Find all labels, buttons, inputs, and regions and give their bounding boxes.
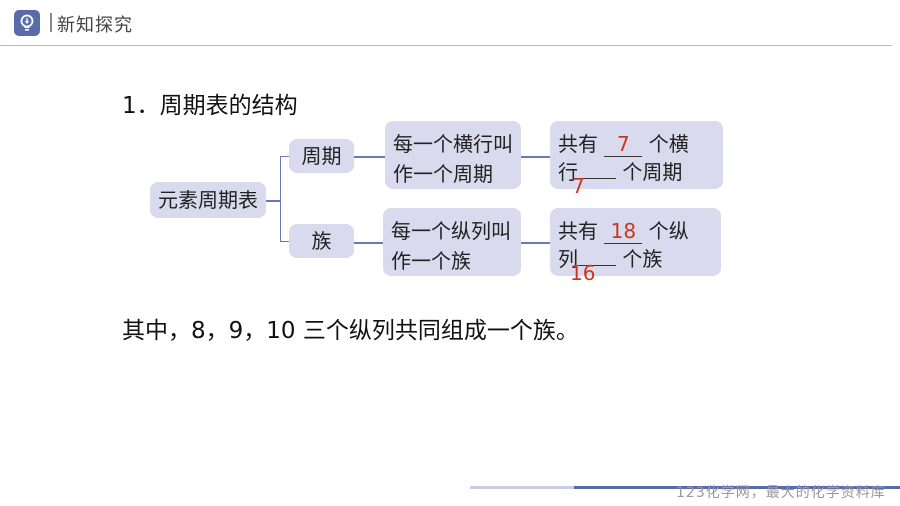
group-line2-value: 16: [570, 261, 596, 285]
group-count-suffix: 个纵: [648, 219, 689, 243]
group-count-blank: 18: [604, 219, 643, 244]
period-count-line1: 共有 7 个横: [558, 129, 723, 159]
header: 新知探究: [0, 0, 900, 46]
period-count-prefix: 共有: [558, 132, 598, 156]
tree-root-label: 元素周期表: [158, 188, 258, 212]
branch-period-label: 周期: [289, 139, 354, 173]
connector-root: [266, 200, 280, 202]
branch-group-text: 族: [311, 229, 332, 253]
period-count-value: 7: [616, 132, 630, 156]
note-text: 其中，8，9，10 三个纵列共同组成一个族。: [122, 318, 579, 344]
connector-group-1: [354, 242, 383, 244]
footer-rule-dark: [574, 486, 900, 489]
group-desc-line2: 作一个族: [391, 249, 471, 273]
lightbulb-icon: [14, 10, 40, 36]
period-desc-line2: 作一个周期: [393, 162, 493, 186]
group-count-prefix: 共有: [558, 219, 598, 243]
branch-period-text: 周期: [301, 144, 342, 168]
connector-period-2: [521, 156, 550, 158]
group-line2-suffix: 个族: [622, 247, 663, 271]
branch-group-desc: 每一个纵列叫 作一个族: [383, 208, 521, 276]
period-desc-line1: 每一个横行叫: [393, 132, 513, 156]
group-desc-line1: 每一个纵列叫: [391, 219, 511, 243]
section-title: 1．周期表的结构: [122, 93, 298, 119]
group-count-line1: 共有 18 个纵: [558, 216, 721, 246]
period-count-blank: 7: [604, 132, 643, 157]
period-line2-blank: 7: [572, 174, 616, 198]
period-line2-value: 7: [572, 174, 585, 198]
footer-rule-light: [470, 486, 580, 489]
period-line2-prefix: 行: [558, 160, 578, 184]
tree-root: 元素周期表: [150, 182, 266, 218]
period-count-suffix: 个横: [648, 132, 689, 156]
group-line2-prefix: 列: [558, 247, 578, 271]
footer-watermark: 123化学网，最大的化学资料库: [676, 485, 886, 501]
connector-period-1: [354, 156, 385, 158]
branch-group-label: 族: [289, 224, 354, 258]
tree-bracket: [280, 156, 290, 242]
group-line2-blank: 16: [570, 261, 616, 285]
page-title: 新知探究: [57, 15, 133, 36]
group-count-value: 18: [610, 219, 637, 243]
header-rule: [0, 45, 892, 46]
header-divider: [50, 13, 52, 32]
period-line2-suffix: 个周期: [622, 160, 683, 184]
branch-period-desc: 每一个横行叫 作一个周期: [385, 121, 521, 189]
connector-group-2: [521, 242, 550, 244]
